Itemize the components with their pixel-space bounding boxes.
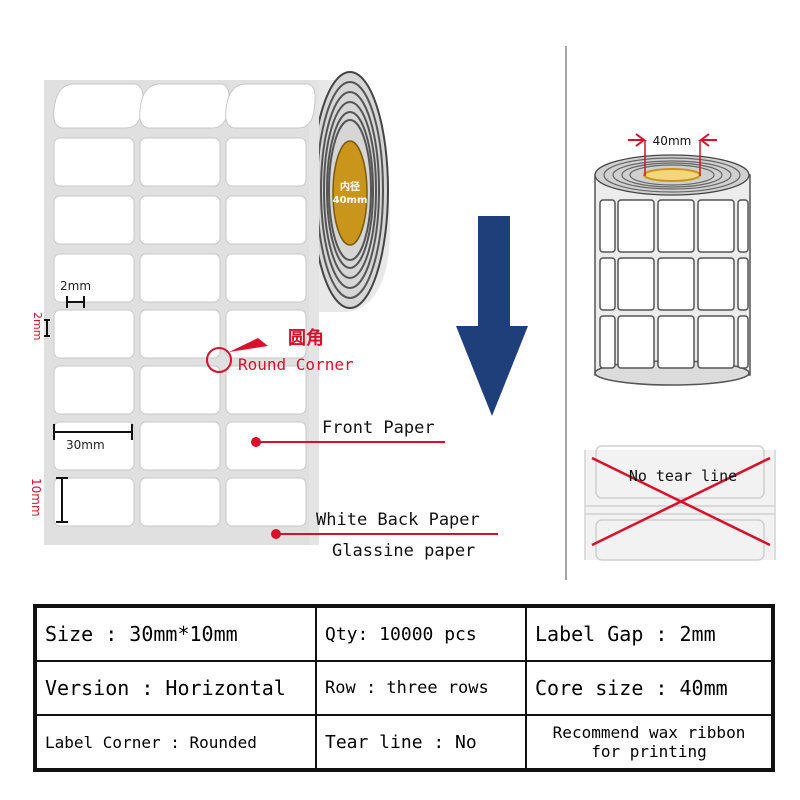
- no-tear-line-figure: No tear line: [584, 445, 776, 561]
- spec-cell-gap: Label Gap : 2mm: [525, 606, 773, 662]
- core-arrow-right-icon: [698, 133, 717, 147]
- spec-cell-core: Core size : 40mm: [525, 660, 773, 716]
- round-corner-pointer: [229, 338, 268, 352]
- small-core-hole: [643, 168, 701, 182]
- spec-table: Size : 30mm*10mm Qty: 10000 pcs Label Ga…: [33, 604, 775, 772]
- round-corner-circle: [206, 347, 232, 373]
- core-arrow-left-icon: [628, 133, 647, 147]
- white-back-paper-text: White Back Paper: [316, 510, 480, 530]
- label-grid: [53, 83, 316, 527]
- spec-cell-row: Row : three rows: [315, 660, 527, 716]
- label-height-text: 10mm: [29, 478, 43, 517]
- label-width-text: 30mm: [66, 438, 105, 452]
- spec-cell-corner: Label Corner : Rounded: [35, 714, 317, 770]
- spec-cell-tear: Tear line : No: [315, 714, 527, 770]
- label-roll-figure: 内径 40mm: [29, 71, 498, 561]
- core-label-cn: 内径: [340, 180, 360, 193]
- front-paper-text: Front Paper: [322, 418, 435, 438]
- no-tear-line-text: No tear line: [629, 467, 737, 485]
- spec-cell-ribbon: Recommend wax ribbon for printing: [525, 714, 773, 770]
- dimension-marks: [44, 296, 133, 523]
- spec-cell-version: Version : Horizontal: [35, 660, 317, 716]
- glassine-paper-text: Glassine paper: [332, 541, 475, 561]
- gap-vertical-text: 2mm: [31, 312, 44, 340]
- gap-horizontal-text: 2mm: [60, 279, 91, 293]
- product-illustration: 内径 40mm: [29, 46, 776, 580]
- small-roll-figure: 40mm: [594, 133, 751, 386]
- small-core-size-text: 40mm: [653, 134, 692, 148]
- core-label-size: 40mm: [333, 195, 368, 206]
- round-corner-cn: 圆角: [288, 327, 324, 349]
- spec-cell-size: Size : 30mm*10mm: [35, 606, 317, 662]
- down-arrow-icon: [456, 216, 528, 416]
- spec-cell-qty: Qty: 10000 pcs: [315, 606, 527, 662]
- cross-line-b: [591, 456, 771, 547]
- round-corner-en: Round Corner: [238, 355, 354, 374]
- core-hole: [332, 140, 368, 246]
